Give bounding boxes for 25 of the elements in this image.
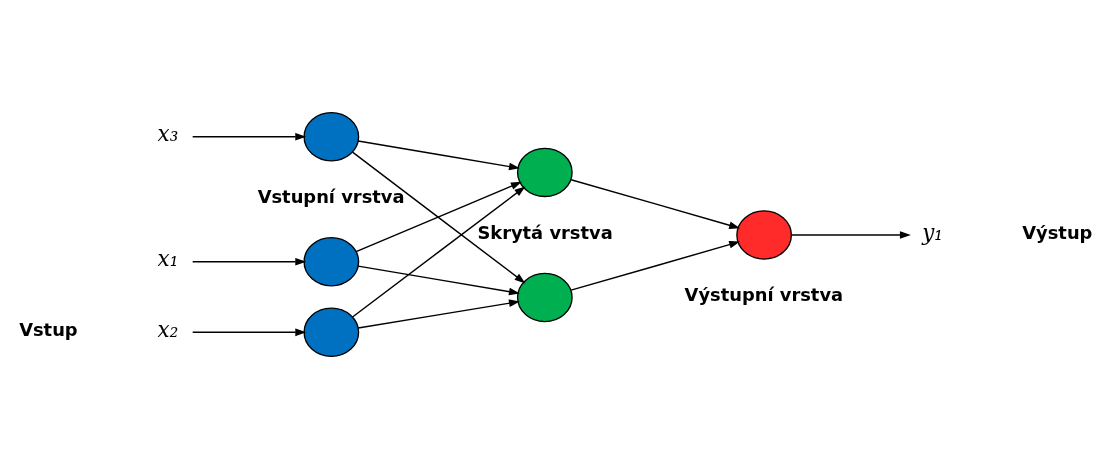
node-text: x₂ — [157, 316, 179, 342]
label: Výstupní vrstva — [684, 283, 844, 305]
arrow — [351, 185, 526, 318]
arrow — [357, 298, 520, 329]
node-text: x₃ — [157, 120, 179, 146]
node-text: x₁ — [157, 245, 179, 271]
node-circle — [303, 111, 360, 161]
label: Výstup — [1022, 221, 1093, 243]
label: Skrytá vrstva — [477, 221, 613, 243]
arrow — [357, 139, 520, 170]
arrow — [357, 264, 520, 295]
node-circle — [303, 307, 360, 357]
node-circle — [303, 236, 360, 287]
label: Vstup — [19, 318, 78, 340]
arrow — [570, 178, 741, 229]
arrow — [191, 328, 307, 336]
node-circle — [736, 209, 793, 260]
arrow — [355, 181, 522, 252]
arrow — [790, 230, 911, 239]
arrow — [191, 257, 307, 266]
node-text: y₁ — [922, 219, 943, 245]
label: Vstupní vrstva — [257, 185, 405, 207]
arrow — [191, 132, 307, 140]
arrow — [570, 240, 741, 291]
arrow — [351, 150, 526, 283]
